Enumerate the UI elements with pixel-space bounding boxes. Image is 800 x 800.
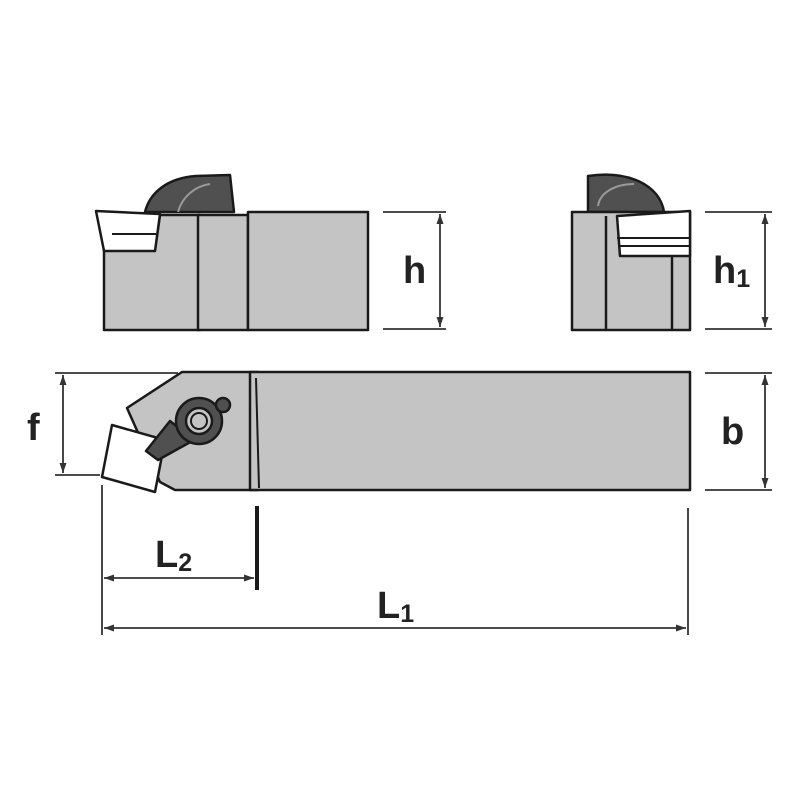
- front-view: [570, 173, 692, 332]
- side-view-mid-block: [196, 213, 250, 332]
- top-view-clamp-screw-hole: [190, 412, 208, 430]
- h1-label-sub: 1: [736, 265, 750, 293]
- top-view: [100, 370, 692, 494]
- front-view-clamp-highlight: [597, 183, 635, 207]
- top-view-insert: [100, 423, 167, 494]
- top-view-shank: [248, 370, 692, 492]
- l2-label-sub: 2: [178, 549, 192, 577]
- side-view: [94, 173, 370, 332]
- h1-label-main: h: [713, 250, 736, 292]
- front-view-clamp: [586, 173, 666, 214]
- b-label: b: [721, 411, 744, 453]
- side-view-insert: [94, 209, 162, 253]
- h1-label: h1: [713, 250, 750, 293]
- l2-label: L2: [155, 534, 192, 577]
- dimensions: [55, 211, 772, 635]
- front-view-insert: [615, 209, 692, 258]
- h-label: h: [403, 250, 426, 292]
- top-view-clamp-pin: [214, 396, 232, 414]
- side-view-clamp-highlight: [177, 183, 211, 213]
- side-view-shank: [246, 210, 370, 332]
- l1-label: L1: [377, 585, 414, 628]
- l1-label-main: L: [377, 585, 400, 627]
- l2-label-main: L: [155, 534, 178, 576]
- f-label: f: [27, 407, 40, 449]
- l1-label-sub: 1: [400, 600, 414, 628]
- top-view-joint: [255, 377, 260, 489]
